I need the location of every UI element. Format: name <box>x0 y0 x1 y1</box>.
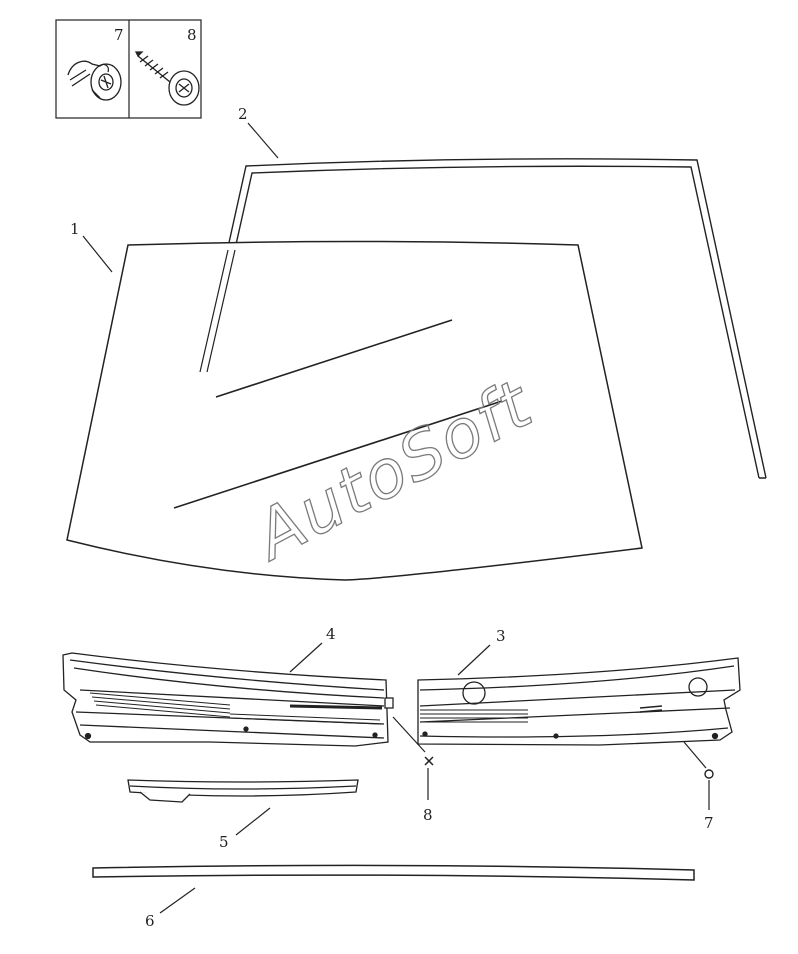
cowl-panel-left <box>62 652 394 747</box>
callout-8: 8 <box>423 806 433 824</box>
clip-icon <box>67 60 122 101</box>
cowl-left-vents <box>89 692 381 725</box>
callout-6: 6 <box>145 912 155 930</box>
callout-3: 3 <box>496 627 506 645</box>
clip-marker <box>704 769 714 779</box>
cowl-panel-right <box>417 657 741 746</box>
callout-2: 2 <box>238 105 248 123</box>
screw-marker <box>424 756 434 766</box>
fastener-inset: 7 8 <box>55 19 202 119</box>
callout-5: 5 <box>219 833 229 851</box>
cowl-right-vents <box>420 709 528 723</box>
callout-1: 1 <box>70 220 80 238</box>
screw-icon <box>134 51 200 106</box>
callout-7: 7 <box>704 814 714 832</box>
inset-label-7: 7 <box>114 26 124 44</box>
leader-lines <box>82 122 710 914</box>
callout-4: 4 <box>326 625 336 643</box>
inset-label-8: 8 <box>187 26 197 44</box>
lower-seal <box>92 864 695 881</box>
cowl-trim <box>127 779 359 803</box>
